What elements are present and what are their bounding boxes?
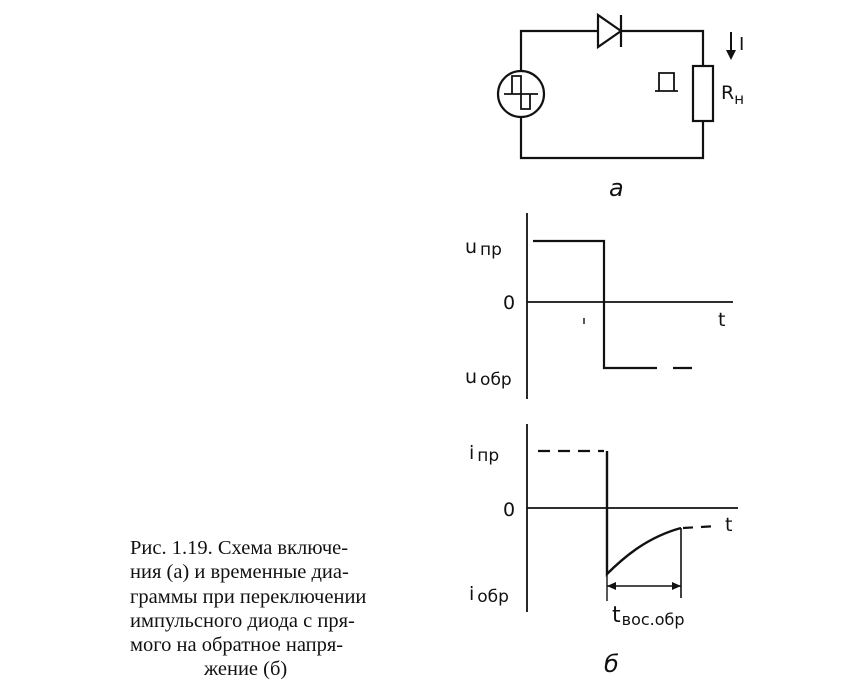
resistor-pulse-glyph (655, 72, 678, 92)
current-arrowhead (726, 50, 736, 60)
caption-line: граммы при переключении (130, 585, 367, 608)
panel-letter-b: б (604, 650, 619, 678)
current-time-label: t (725, 514, 732, 536)
caption-line: мого на обратное напря- (130, 634, 344, 657)
voltage-waveform (533, 239, 657, 370)
resistor-subscript: н (734, 90, 744, 108)
current-label: I (739, 34, 744, 55)
voltage-zero-label: 0 (503, 292, 515, 314)
current-upper-level-sub: пр (477, 446, 499, 466)
voltage-lower-level-sub: обр (480, 370, 512, 390)
current-tail-dashed (682, 524, 719, 530)
diode-symbol (596, 12, 623, 50)
resistor-label: Rн (721, 82, 744, 108)
current-waveform (605, 451, 682, 577)
caption-line: ния (а) и временные диа- (130, 561, 349, 584)
panel-letter-a: а (609, 174, 624, 202)
current-lower-level-sub: обр (477, 587, 509, 607)
circuit-wire (519, 29, 705, 160)
voltage-diagram (526, 213, 733, 399)
source-pulse-glyph (504, 75, 538, 110)
figure-caption: Рис. 1.19. Схема включе- ния (а) и време… (130, 536, 422, 682)
load-resistor (691, 64, 715, 123)
caption-line: Рис. 1.19. Схема включе- (130, 537, 349, 559)
recovery-time-sub: вос.обр (622, 610, 685, 629)
current-zero-label: 0 (503, 499, 515, 521)
circuit-schematic (496, 12, 736, 160)
recovery-time-label: tвос.обр (612, 603, 685, 629)
voltage-upper-level-sub: пр (480, 240, 502, 260)
caption-line: импульсного диода с пря- (130, 609, 355, 632)
current-diagram (526, 424, 738, 612)
voltage-time-label: t (718, 309, 725, 331)
recovery-arrowhead-right (672, 582, 681, 590)
pulse-source-circle (496, 69, 546, 119)
caption-line: жение (б) (204, 658, 288, 681)
recovery-arrowhead-left (607, 582, 616, 590)
